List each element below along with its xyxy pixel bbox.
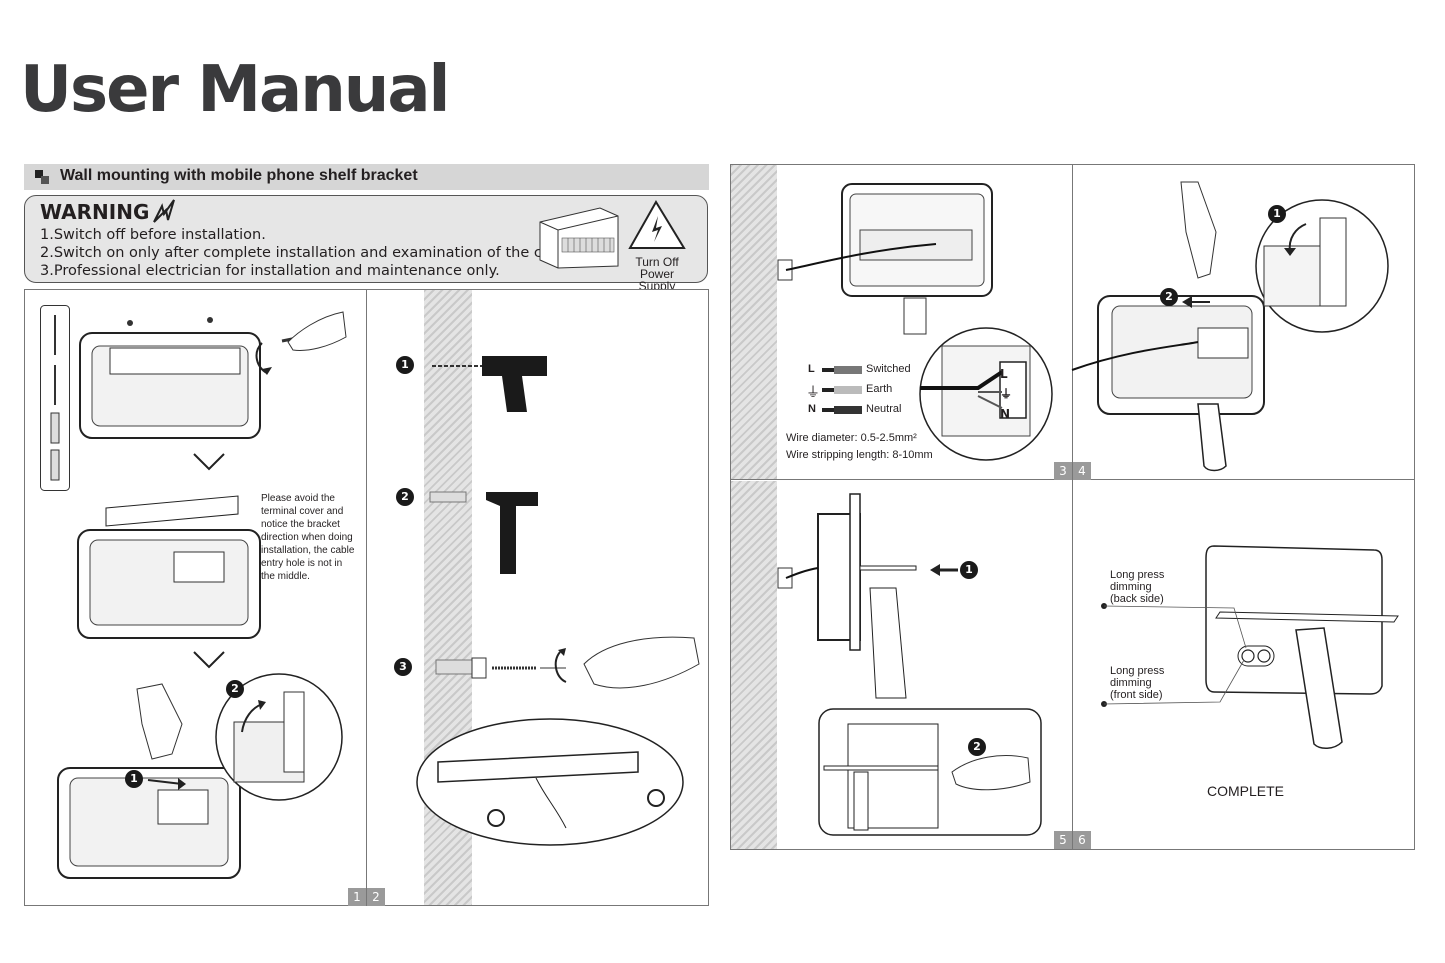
high-voltage-icon [628,200,686,249]
screws-anchors-icon [40,305,70,491]
leader-lines [1101,603,1247,707]
terminal-label: L [1000,367,1008,381]
wall-anchor-icon [429,491,467,503]
note-line: direction when doing [261,532,353,543]
step-badge: 1 [396,356,414,374]
rotate-arrow-icon [554,648,567,683]
hammer-icon [486,492,538,574]
breaker-box-icon [539,207,619,269]
warning-title: WARNING [40,200,149,224]
warning-line-1: 1.Switch off before installation. [40,227,266,243]
lamp-wiring-diagram [777,183,993,335]
label-line: Long press [1110,569,1165,581]
page-number-2: 2 [367,888,385,906]
screw-insert-icon [435,657,566,679]
section-header: Wall mounting with mobile phone shelf br… [24,164,709,190]
terminal-detail-circle [215,673,343,801]
page-number-3: 3 [1054,462,1072,480]
terminal-labels: L ⏚ N [1000,364,1012,424]
lamp-back-step1 [79,317,261,439]
terminal-label: N [1000,407,1011,421]
note-line: notice the bracket [261,519,340,530]
step-badge: 1 [1268,205,1286,223]
note-line: installation, the cable [261,545,355,556]
hand-screwdriver-icon [583,636,700,689]
bracket-note: Please avoid the terminal cover and noti… [261,492,361,583]
complete-label: COMPLETE [1207,783,1285,799]
label-line: (front side) [1110,689,1163,701]
chevron-down-icon [193,453,225,471]
lamp-terminal-cover [1071,295,1265,415]
page-number-5: 5 [1054,831,1072,849]
lamp-back-step3 [57,767,241,879]
step-badge: 2 [396,488,414,506]
bracket-detail-ellipse [416,718,684,846]
step-badge: 1 [125,770,143,788]
earth-icon: ⏚ [806,384,820,400]
note-line: entry hole is not in [261,558,343,569]
step-badge: 2 [1160,288,1178,306]
turn-off-power-label: Turn Off Power Supply [620,256,694,292]
page-number-1: 1 [348,888,366,906]
hand-screwdriver-icon [1180,181,1217,279]
turn-off-label: Turn Off [635,255,679,269]
drill-icon [432,356,547,412]
wire-diameter-spec: Wire diameter: 0.5-2.5mm² [786,432,917,444]
step-badge: 2 [968,738,986,756]
hand-screwdriver-icon [287,311,347,351]
wire-code-l: L [808,363,815,375]
page-number-4: 4 [1073,462,1091,480]
double-arrow-icon [147,778,186,790]
wire-code-n: N [808,403,816,415]
note-line: the middle. [261,571,310,582]
label-front-dimming: Long press dimming (front side) [1110,665,1164,701]
label-line: Long press [1110,665,1165,677]
divider [730,479,1415,480]
terminal-detail-circle [1255,199,1389,333]
terminal-detail-circle [919,327,1053,461]
warning-line-2: 2.Switch on only after complete installa… [40,245,584,261]
label-back-dimming: Long press dimming (back side) [1110,569,1164,605]
divider [366,289,367,906]
hand-screwdriver-icon [951,755,1031,791]
phone-shelf-arm [1197,403,1227,472]
warning-line-3: 3.Professional electrician for installat… [40,263,500,279]
lamp-side-view [777,493,917,699]
chevron-down-icon [193,651,225,669]
wire-swatches [822,366,862,414]
wire-name-earth: Earth [866,383,893,395]
curved-arrow-icon [241,700,266,733]
wire-name-neutral: Neutral [866,403,902,415]
lightning-icon [153,199,175,223]
label-line: dimming [1110,677,1152,689]
hand-screwdriver-icon [136,683,183,760]
terminal-label: ⏚ [1000,387,1013,401]
page-number-6: 6 [1073,831,1091,849]
label-line: dimming [1110,581,1152,593]
section-bullet-icon [35,170,49,184]
label-line: (back side) [1110,593,1164,605]
power-buttons-icon [1237,645,1275,667]
step-badge: 3 [394,658,412,676]
step-badge: 2 [226,680,244,698]
arrow-left-icon [930,564,958,576]
wire-name-switched: Switched [866,363,911,375]
page-title: User Manual [20,53,450,127]
wire-stripping-spec: Wire stripping length: 8-10mm [786,449,933,461]
note-line: Please avoid the [261,493,335,504]
section-title: Wall mounting with mobile phone shelf br… [60,167,418,184]
wall-hatch [731,165,777,479]
warning-title-text: WARNING [40,200,150,224]
wall-hatch [731,481,777,849]
note-line: terminal cover and [261,506,344,517]
step-badge: 1 [960,561,978,579]
divider [1072,164,1073,850]
lamp-back-step2 [77,495,261,639]
arrow-left-icon [1182,296,1210,308]
lamp-detail-rounded-box [818,708,1042,836]
curved-arrow-icon [1284,223,1307,256]
